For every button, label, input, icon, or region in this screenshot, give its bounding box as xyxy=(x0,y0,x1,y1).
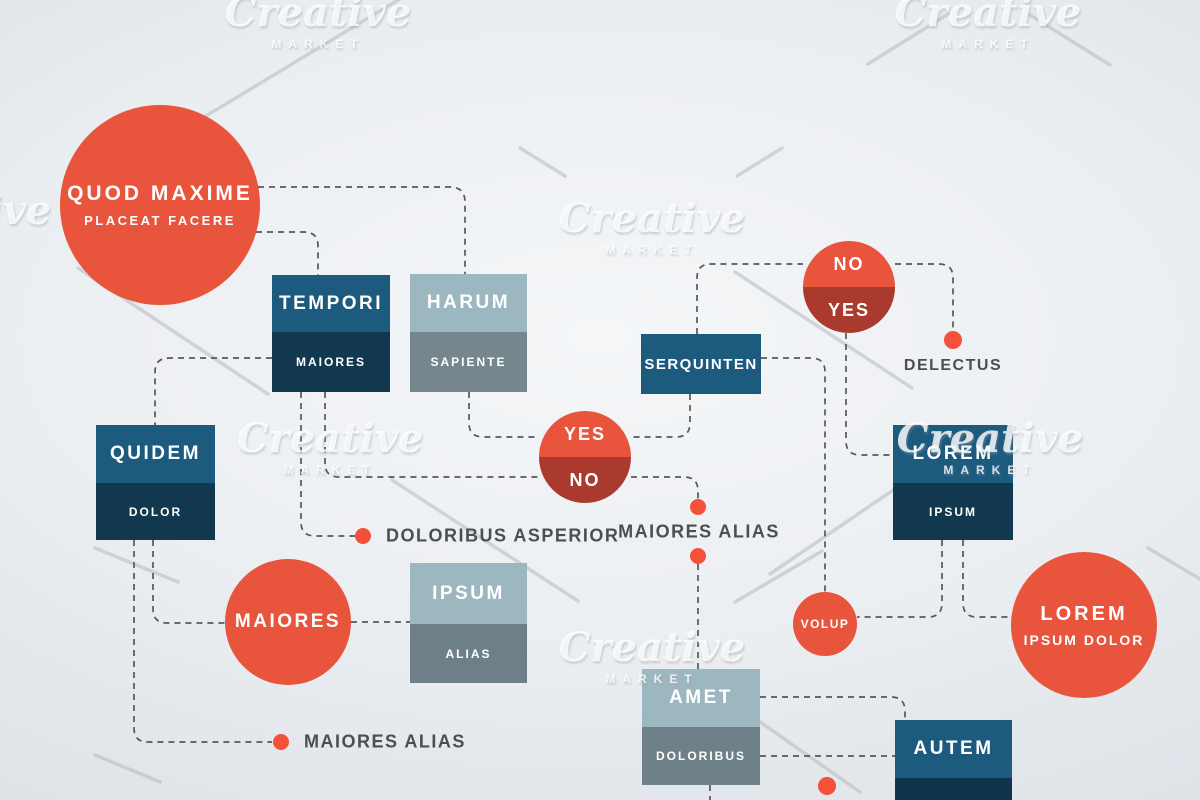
endpoint-dot xyxy=(690,499,706,515)
node-quod-maxime: QUOD MAXIME PLACEAT FACERE xyxy=(60,105,260,305)
connector xyxy=(631,476,699,499)
node-title: IPSUM xyxy=(410,563,527,624)
connector xyxy=(760,696,906,720)
decision-mid: YES NO xyxy=(539,411,631,503)
node-title: VOLUP xyxy=(800,617,850,631)
node-title: AMET xyxy=(642,669,760,727)
node-autem: AUTEM xyxy=(895,720,1012,800)
connector xyxy=(631,394,691,438)
connector xyxy=(761,357,826,592)
node-harum: HARUM SAPIENTE xyxy=(410,274,527,392)
node-title: HARUM xyxy=(410,274,527,332)
endpoint-dot xyxy=(355,528,371,544)
node-subtitle: IPSUM xyxy=(893,483,1013,540)
node-ipsum: IPSUM ALIAS xyxy=(410,563,527,683)
label-doloribus-asperior: DOLORIBUS ASPERIOR xyxy=(386,525,620,546)
node-footer xyxy=(895,778,1012,800)
node-subtitle: DOLOR xyxy=(96,483,215,540)
node-lorem: LOREM IPSUM xyxy=(893,425,1013,540)
node-subtitle: IPSUM DOLOR xyxy=(1023,631,1145,648)
endpoint-dot xyxy=(944,331,962,349)
node-title: QUOD MAXIME xyxy=(67,182,253,205)
connector xyxy=(256,231,319,275)
connector xyxy=(154,357,272,425)
node-subtitle: ALIAS xyxy=(410,624,527,683)
node-serquinten: SERQUINTEN xyxy=(641,334,761,394)
label-maiores-alias-mid: MAIORES ALIAS xyxy=(618,521,780,542)
connector-dots xyxy=(273,331,962,795)
endpoint-dot xyxy=(273,734,289,750)
connector xyxy=(258,186,466,274)
connector xyxy=(468,392,539,438)
connector xyxy=(300,392,355,537)
label-delectus: DELECTUS xyxy=(903,357,1003,374)
connector xyxy=(152,540,225,624)
label-maiores-alias-bottom: MAIORES ALIAS xyxy=(304,731,466,752)
node-title: LOREM xyxy=(893,425,1013,483)
node-subtitle: SAPIENTE xyxy=(410,332,527,392)
node-maiores: MAIORES xyxy=(225,559,351,685)
connector xyxy=(845,333,893,456)
node-title: QUIDEM xyxy=(96,425,215,483)
node-volup: VOLUP xyxy=(793,592,857,656)
connector xyxy=(133,540,272,743)
node-tempori: TEMPORI MAIORES xyxy=(272,275,390,392)
node-amet: AMET DOLORIBUS xyxy=(642,669,760,785)
node-subtitle: PLACEAT FACERE xyxy=(84,213,236,228)
node-title: MAIORES xyxy=(234,611,342,632)
node-quidem: QUIDEM DOLOR xyxy=(96,425,215,540)
node-title: LOREM xyxy=(1040,602,1128,625)
endpoint-dot xyxy=(818,777,836,795)
node-title: SERQUINTEN xyxy=(644,355,758,373)
node-subtitle: DOLORIBUS xyxy=(642,727,760,785)
node-lorem-ipsum-dolor: LOREM IPSUM DOLOR xyxy=(1011,552,1157,698)
node-title: TEMPORI xyxy=(272,275,390,332)
connector xyxy=(962,540,1012,618)
endpoint-dot xyxy=(690,548,706,564)
decision-top: NO YES xyxy=(803,241,895,333)
connectors xyxy=(133,186,1012,800)
connector xyxy=(857,540,943,618)
node-title: AUTEM xyxy=(895,720,1012,778)
node-subtitle: MAIORES xyxy=(272,332,390,392)
connector xyxy=(895,263,954,331)
connector xyxy=(324,392,539,478)
connector xyxy=(696,263,803,334)
